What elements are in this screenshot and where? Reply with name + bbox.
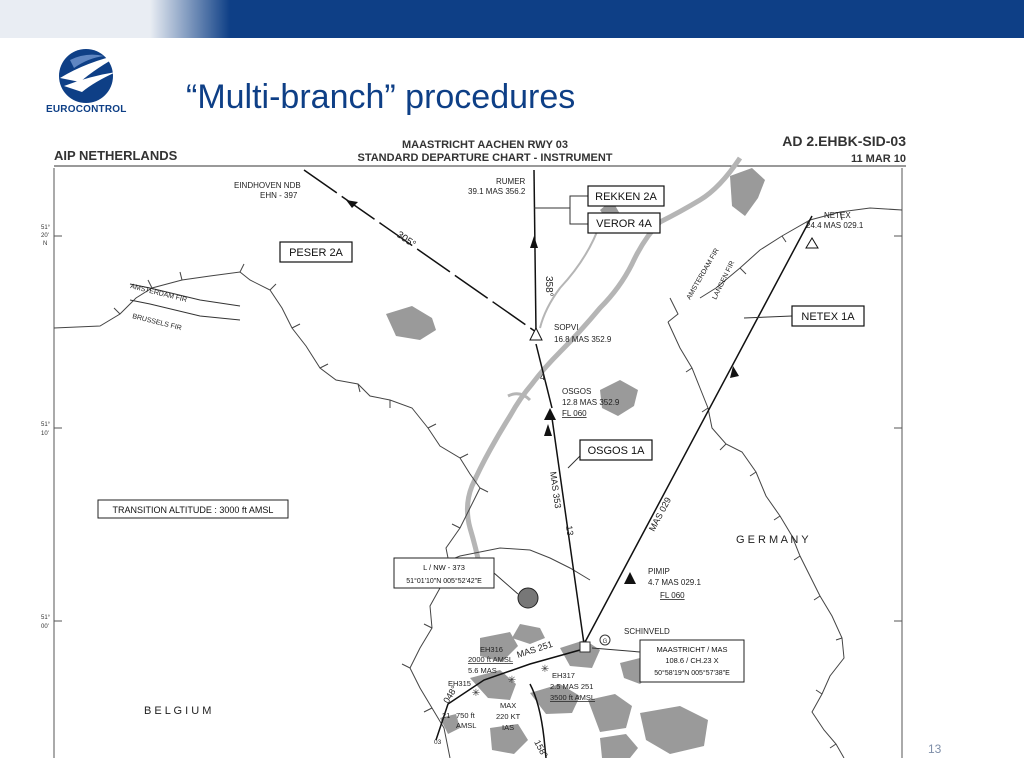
max-label: 220 KT [496,712,521,721]
alt-750-label: 750 ft [456,711,476,720]
ndb-info-box: L / NW - 373 51°01'10"N 005°52'42"E [393,557,519,595]
logo-text: EUROCONTROL [46,104,127,115]
lat-label: 20' [41,233,49,239]
alt-750-label: AMSL [456,721,476,730]
rivers [464,156,743,569]
waypoint-symbols: G ✳ ✳ ✳ [472,237,819,699]
sopvi-label: 16.8 MAS 352.9 [554,335,612,344]
maastricht-line1: MAASTRICHT / MAS [656,645,727,654]
alt-21-label: 21 [442,711,450,720]
route-connectors [534,195,793,469]
chart-header-center-2: STANDARD DEPARTURE CHART - INSTRUMENT [357,152,612,164]
bottom-03-label: 03 [434,739,442,746]
eh317-label: 2.5 MAS 251 [550,682,593,691]
pimip-label: 4.7 MAS 029.1 [648,578,701,587]
rumer-label: RUMER [496,177,526,186]
route-box-osgos[interactable]: OSGOS 1A [579,439,653,461]
schinveld-label: SCHINVELD [624,627,670,636]
fir-label-brussels: BRUSSELS FIR [132,313,183,332]
rumer-label: 39.1 MAS 356.2 [468,187,526,196]
svg-text:✳: ✳ [472,688,480,699]
page-number: 13 [928,742,942,756]
osgos-label: 12.8 MAS 352.9 [562,398,620,407]
eh316-label: 5.6 MAS [468,666,497,675]
chart-header-center-1: MAASTRICHT AACHEN RWY 03 [402,139,568,151]
lat-label: N [43,241,47,247]
fir-label-langen: LANGEN FIR [712,260,737,301]
track-158: 158° [532,738,550,758]
max-label: IAS [502,723,514,732]
eh316-label: 2000 ft AMSL [468,655,513,664]
page-title: “Multi-branch” procedures [186,78,576,116]
route-box-rekken[interactable]: REKKEN 2A [587,185,665,207]
max-label: MAX [500,701,516,710]
route-label-veror: VEROR 4A [596,218,652,230]
maastricht-info-box: MAASTRICHT / MAS 108.6 / CH.23 X 50°58'1… [591,639,745,683]
track-13: 13 [564,525,575,536]
fir-boundary [129,283,241,321]
top-band [0,0,1024,38]
eurocontrol-logo-icon [59,49,122,103]
border-ticks [113,211,843,749]
lat-label: 51° [41,422,51,428]
osgos-label: FL 060 [562,409,587,418]
country-germany: G E R M A N Y [736,534,809,546]
route-label-osgos: OSGOS 1A [588,445,646,457]
route-arrows [346,200,739,436]
lat-label: 00' [41,624,49,630]
netex-label: NETEX [824,211,851,220]
route-label-rekken: REKKEN 2A [595,191,657,203]
eindhoven-label: EINDHOVEN NDB [234,181,301,190]
pimip-label: FL 060 [660,591,685,600]
svg-text:✳: ✳ [508,675,516,686]
lat-label: 51° [41,225,51,231]
eh315-label: EH315 [448,679,471,688]
svg-text:✳: ✳ [541,664,549,675]
route-box-peser[interactable]: PESER 2A [279,241,353,263]
eindhoven-label: EHN - 397 [260,191,298,200]
eh317-label: 3500 ft AMSL [550,693,595,702]
route-box-veror[interactable]: VEROR 4A [587,212,661,234]
top-band-fade [150,0,230,38]
transition-altitude-box: TRANSITION ALTITUDE : 3000 ft AMSL [97,499,289,519]
sid-chart: AIP NETHERLANDS MAASTRICHT AACHEN RWY 03… [41,133,906,758]
ndb-line2: 51°01'10"N 005°52'42"E [406,577,482,585]
lat-label: 51° [41,615,51,621]
maastricht-line3: 50°58'19"N 005°57'38"E [654,669,730,677]
route-label-netex: NETEX 1A [801,311,855,323]
terrain-areas [386,168,765,758]
track-358: 358° [543,276,554,297]
sopvi-label: SOPVI [554,323,578,332]
country-belgium: B E L G I U M [144,705,211,717]
chart-header-date: 11 MAR 10 [851,153,906,165]
eh316-label: EH316 [480,645,503,654]
route-label-peser: PESER 2A [289,247,343,259]
lat-label: 10' [41,431,49,437]
netex-label: 24.4 MAS 029.1 [806,221,864,230]
top-band-light [0,0,165,38]
osgos-label: OSGOS [562,387,591,396]
track-4: 4 [540,372,545,382]
chart-header-left: AIP NETHERLANDS [54,148,178,163]
ndb-line1: L / NW - 373 [423,563,465,572]
chart-header-right: AD 2.EHBK-SID-03 [782,133,906,149]
track-305: 305° [394,229,417,250]
border-lines [53,207,903,758]
maastricht-line2: 108.6 / CH.23 X [665,656,718,665]
route-box-netex[interactable]: NETEX 1A [791,305,865,327]
eh317-label: EH317 [552,671,575,680]
pimip-label: PIMIP [648,567,670,576]
transition-altitude-text: TRANSITION ALTITUDE : 3000 ft AMSL [113,505,274,515]
g-symbol: G [603,639,608,645]
